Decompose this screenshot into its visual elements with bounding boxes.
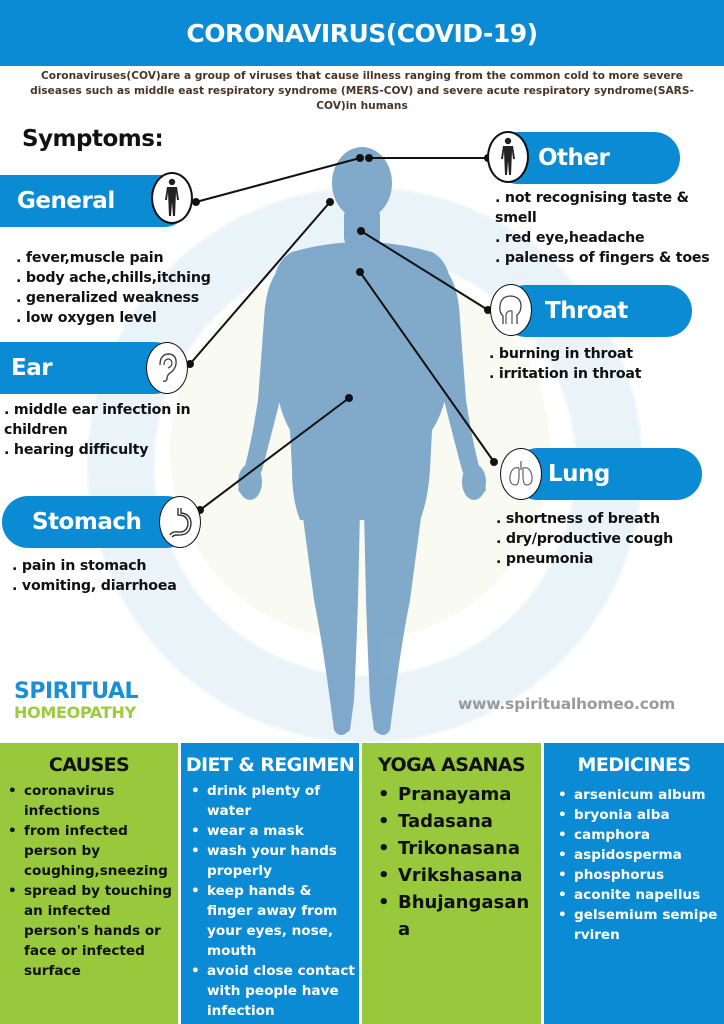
throat-label: Throat bbox=[545, 298, 628, 324]
lung-symptom-list: . shortness of breath . dry/productive c… bbox=[496, 511, 674, 567]
throat-symptom-list: . burning in throat . irritation in thro… bbox=[489, 346, 642, 382]
ear-icon bbox=[146, 342, 188, 394]
lungs-icon bbox=[500, 448, 542, 500]
lung-symptom-pill: Lung bbox=[512, 448, 702, 500]
ear-symptom-list: . middle ear infection in children . hea… bbox=[4, 402, 191, 458]
list-item: camphora bbox=[558, 825, 718, 845]
symptoms-heading: Symptoms: bbox=[22, 126, 164, 152]
yoga-asanas-heading: YOGA ASANAS bbox=[378, 754, 526, 776]
causes-list: coronavirus infections from infected per… bbox=[0, 781, 178, 981]
medicines-list: arsenicum album bryonia alba camphora as… bbox=[544, 785, 724, 945]
general-label: General bbox=[17, 188, 115, 214]
head-throat-icon bbox=[490, 284, 532, 336]
list-item: gelsemium semiperviren bbox=[558, 905, 718, 945]
list-item: Pranayama bbox=[378, 781, 537, 808]
list-item: avoid close contact with people have inf… bbox=[191, 961, 355, 1021]
stomach-symptom-list: . pain in stomach . vomiting, diarrhoea bbox=[12, 558, 177, 594]
diet-regimen-heading: DIET & REGIMEN bbox=[185, 754, 355, 776]
list-item: Bhujangasana bbox=[378, 889, 537, 943]
causes-column: CAUSES coronavirus infections from infec… bbox=[0, 743, 178, 1024]
info-columns: CAUSES coronavirus infections from infec… bbox=[0, 743, 724, 1024]
list-item: keep hands & finger away from your eyes,… bbox=[191, 881, 355, 961]
intro-paragraph: Coronaviruses(COV)are a group of viruses… bbox=[30, 70, 694, 112]
throat-symptom-pill: Throat bbox=[500, 285, 692, 337]
causes-heading: CAUSES bbox=[48, 754, 130, 776]
other-label: Other bbox=[538, 145, 610, 171]
other-symptom-list: . not recognising taste & smell . red ey… bbox=[495, 190, 710, 266]
page-title: CORONAVIRUS(COVID-19) bbox=[186, 18, 538, 48]
list-item: drink plenty of water bbox=[191, 781, 355, 821]
title-banner: CORONAVIRUS(COVID-19) bbox=[0, 0, 724, 66]
list-item: bryonia alba bbox=[558, 805, 718, 825]
general-symptom-list: . fever,muscle pain . body ache,chills,i… bbox=[16, 250, 211, 326]
list-item: aspidosperma bbox=[558, 845, 718, 865]
body-figure-icon bbox=[487, 131, 529, 183]
list-item: Trikonasana bbox=[378, 835, 537, 862]
ear-label: Ear bbox=[11, 355, 53, 381]
stomach-icon bbox=[159, 496, 201, 548]
medicines-heading: MEDICINES bbox=[577, 754, 692, 776]
yoga-list: Pranayama Tadasana Trikonasana Vrikshasa… bbox=[362, 781, 541, 943]
list-item: spread by touching an infected person's … bbox=[8, 881, 176, 981]
body-figure-icon bbox=[151, 172, 193, 224]
website-url[interactable]: www.spiritualhomeo.com bbox=[458, 695, 676, 713]
list-item: Tadasana bbox=[378, 808, 537, 835]
list-item: phosphorus bbox=[558, 865, 718, 885]
brand-line-1: SPIRITUAL bbox=[14, 679, 139, 704]
diet-list: drink plenty of water wear a mask wash y… bbox=[181, 781, 359, 1021]
yoga-asanas-column: YOGA ASANAS Pranayama Tadasana Trikonasa… bbox=[362, 743, 541, 1024]
brand-logo: SPIRITUAL HOMEOPATHY bbox=[14, 679, 139, 722]
diet-regimen-column: DIET & REGIMEN drink plenty of water wea… bbox=[181, 743, 359, 1024]
list-item: coronavirus infections bbox=[8, 781, 176, 821]
stomach-label: Stomach bbox=[32, 509, 142, 535]
list-item: wear a mask bbox=[191, 821, 355, 841]
list-item: arsenicum album bbox=[558, 785, 718, 805]
list-item: from infected person by coughing,sneezin… bbox=[8, 821, 176, 881]
list-item: aconite napellus bbox=[558, 885, 718, 905]
lung-label: Lung bbox=[548, 461, 610, 487]
brand-line-2: HOMEOPATHY bbox=[14, 703, 136, 722]
list-item: Vrikshasana bbox=[378, 862, 537, 889]
medicines-column: MEDICINES arsenicum album bryonia alba c… bbox=[544, 743, 724, 1024]
list-item: wash your hands properly bbox=[191, 841, 355, 881]
